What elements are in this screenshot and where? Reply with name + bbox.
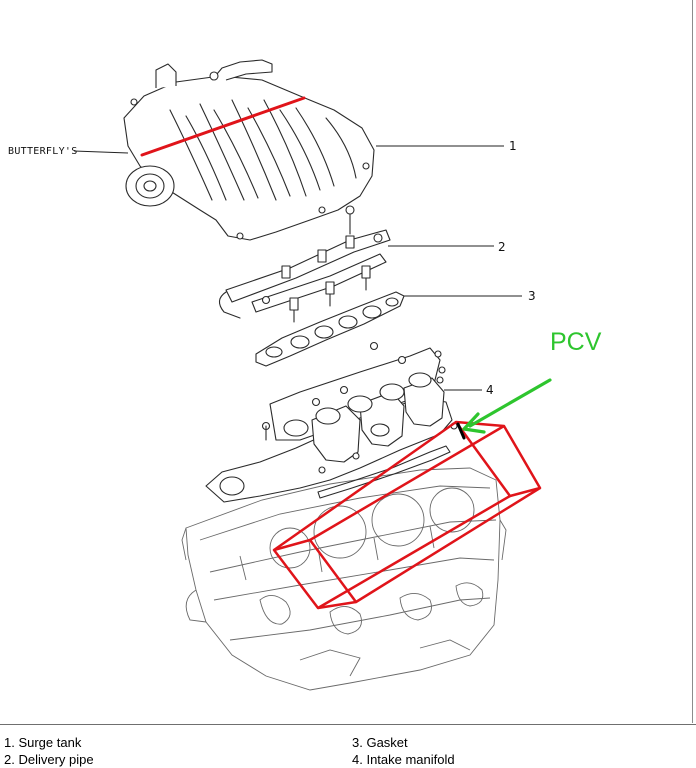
intake-manifold — [205, 341, 458, 503]
legend-item-gasket: 3. Gasket — [352, 735, 408, 750]
red-annotations — [140, 96, 542, 610]
butterfly-red-line — [140, 96, 306, 157]
parts-legend: 1. Surge tank 2. Delivery pipe 3. Gasket… — [0, 726, 696, 768]
callout-3: 3 — [528, 289, 536, 303]
gasket — [255, 291, 405, 367]
pcv-black-tick — [456, 422, 466, 440]
red-box-outline — [272, 420, 542, 610]
delivery-pipe — [218, 205, 391, 323]
callout-1: 1 — [509, 139, 517, 153]
callout-leaders — [73, 145, 522, 391]
legend-item-delivery-pipe: 2. Delivery pipe — [4, 752, 94, 767]
callout-4: 4 — [486, 383, 494, 397]
pcv-label: PCV — [550, 328, 602, 356]
legend-column-right: 3. Gasket 4. Intake manifold — [352, 734, 455, 768]
legend-item-surge-tank: 1. Surge tank — [4, 735, 82, 750]
legend-divider — [0, 724, 696, 725]
diagram-frame — [692, 0, 693, 723]
surge-tank — [123, 59, 375, 241]
exploded-view-diagram: 1 2 3 4 BUTTERFLY'S PCV — [8, 59, 602, 691]
pcv-arrow-head — [462, 412, 486, 434]
pcv-arrow-shaft — [468, 378, 552, 428]
legend-item-intake-manifold: 4. Intake manifold — [352, 752, 455, 767]
callout-2: 2 — [498, 240, 506, 254]
engine-block — [181, 467, 507, 691]
pcv-annotation: PCV — [462, 328, 602, 434]
butterfly-label: BUTTERFLY'S — [8, 146, 78, 157]
legend-column-left: 1. Surge tank 2. Delivery pipe — [4, 734, 94, 768]
